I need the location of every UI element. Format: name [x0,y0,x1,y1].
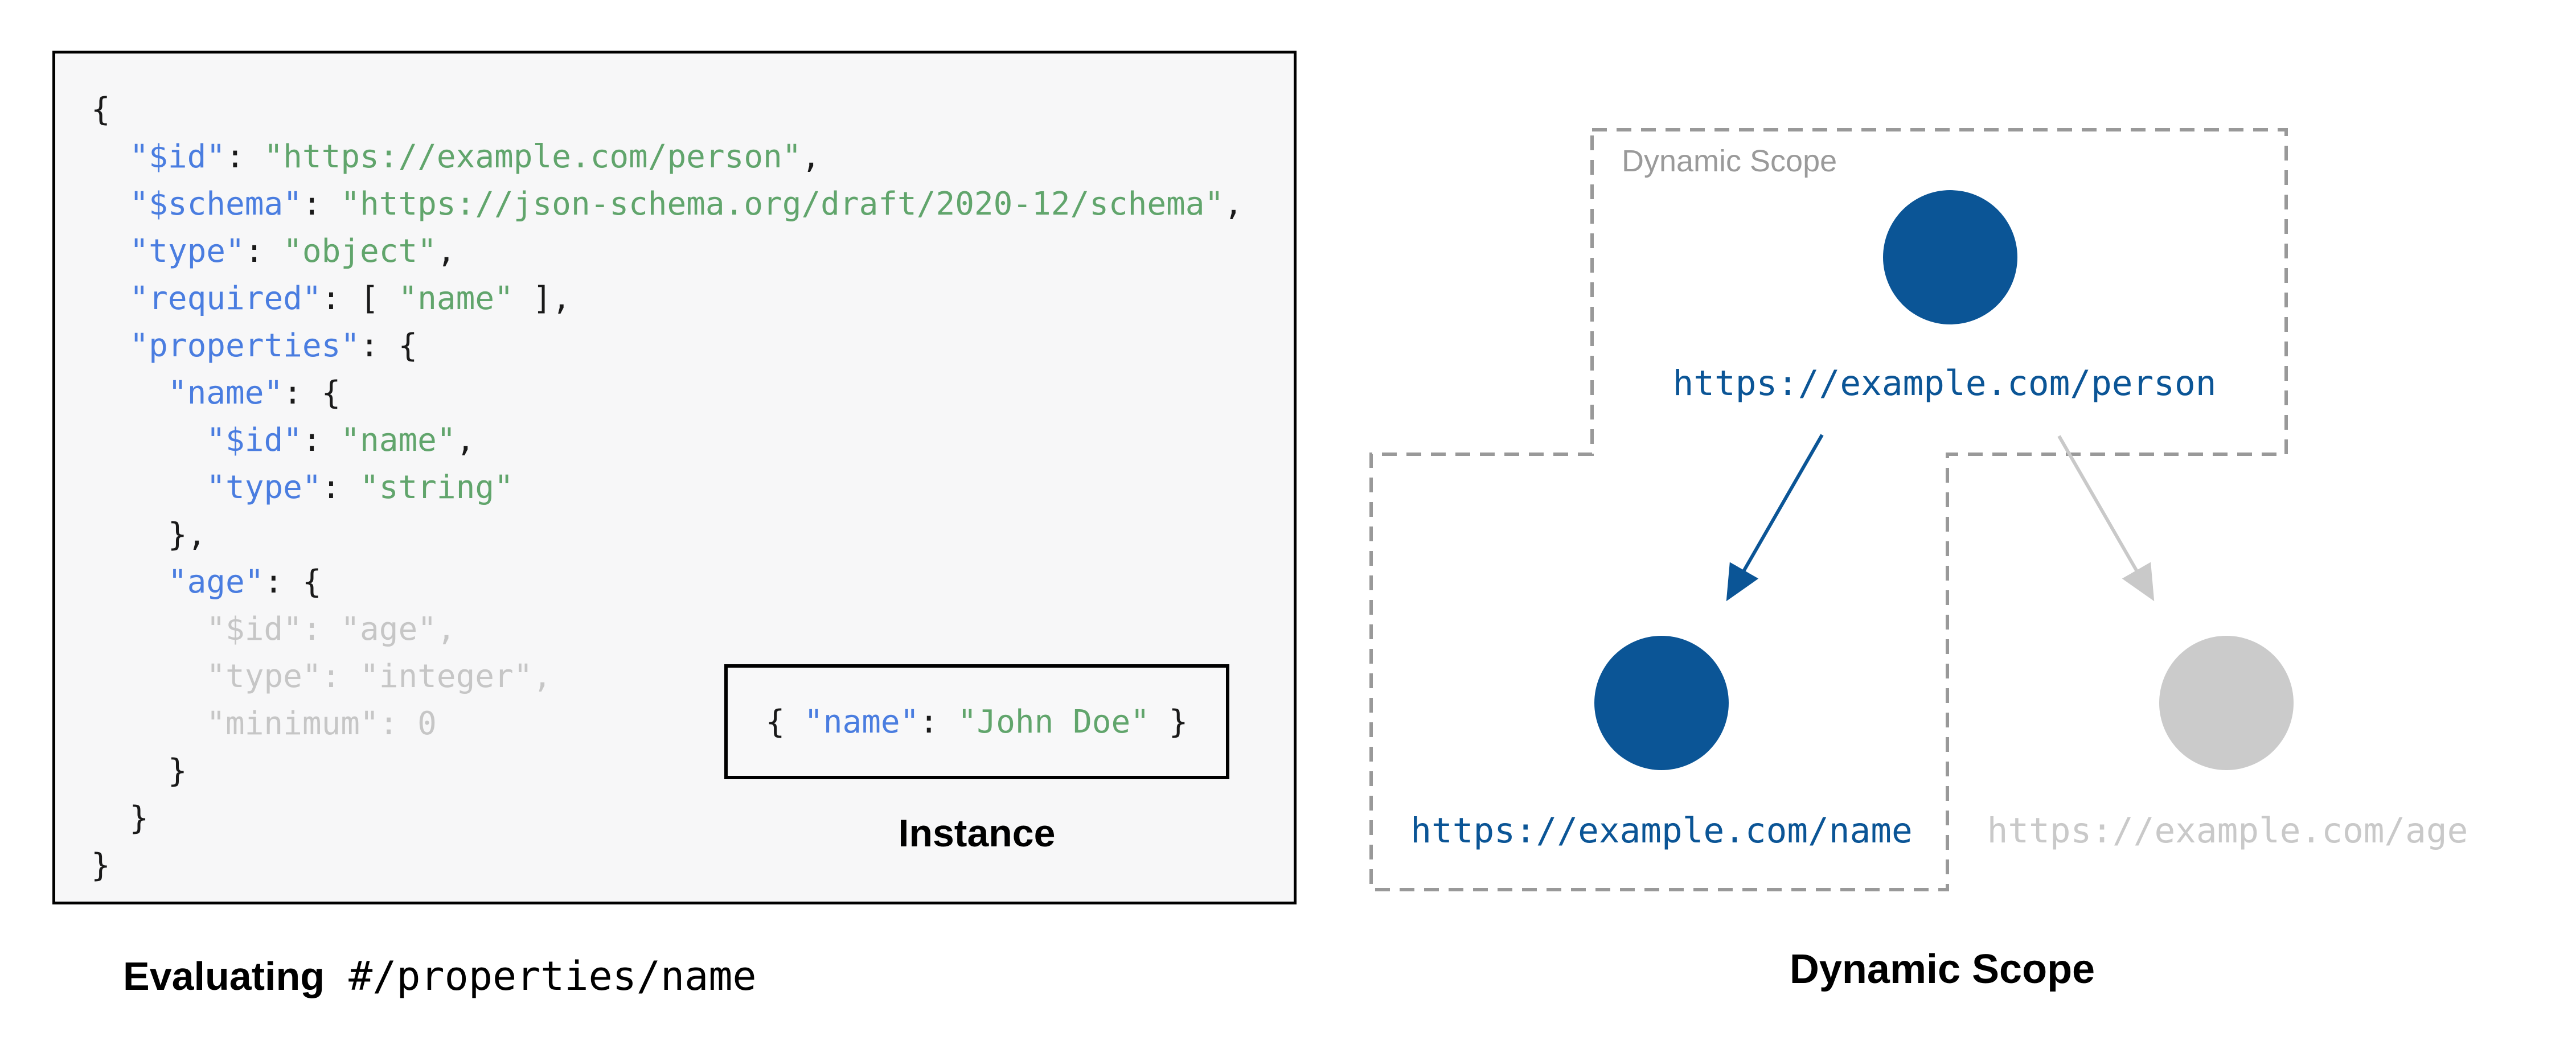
code-line: }, [91,511,1243,558]
code-token: "minimum": 0 [91,705,437,742]
code-token: { [91,91,110,128]
code-token: "properties" [129,327,360,364]
code-token: "required" [129,280,322,317]
code-token: : { [264,563,322,600]
code-token: : { [360,327,418,364]
code-token: "type" [206,469,322,506]
instance-json: { "name": "John Doe" } [766,704,1188,741]
code-token: "$schema" [129,186,302,223]
code-token: { [765,703,805,741]
left-caption-bold: Evaluating [123,954,325,998]
code-token: : { [283,375,341,412]
code-token: "https://json-schema.org/draft/2020-12/s… [341,186,1224,223]
code-token: } [91,800,149,837]
node-name [1594,636,1729,770]
code-line: "$schema": "https://json-schema.org/draf… [91,180,1243,228]
code-token: "$id" [206,422,302,459]
code-token: , [801,138,821,175]
code-token: : [302,186,341,223]
code-token: : [ [321,280,399,317]
left-caption-pointer: #/properties/name [324,953,757,999]
code-token: : [302,422,341,459]
code-token: "$id": "age", [91,611,456,648]
code-token: "John Doe" [957,703,1150,741]
code-token: : [225,138,264,175]
schema-code-panel: { "$id": "https://example.com/person", "… [52,51,1297,904]
code-line: "$id": "name", [91,417,1243,464]
code-token: , [1224,186,1243,223]
edge-person-to-name [1726,434,1824,602]
code-token: "name" [167,375,284,412]
code-token: : [244,233,284,270]
code-token: "type" [129,233,245,270]
code-line: "age": { [91,558,1243,606]
code-token: "age" [167,563,264,600]
code-line: } [91,842,1243,889]
schema-code: { "$id": "https://example.com/person", "… [91,86,1243,889]
code-line: "$id": "age", [91,606,1243,653]
code-token: : [321,469,360,506]
code-token: , [456,422,475,459]
code-line: "required": [ "name" ], [91,275,1243,322]
dynamic-scope-boundary [1369,128,2288,891]
code-token: } [1149,703,1188,741]
code-token: , [436,233,456,270]
code-line: } [91,795,1243,842]
code-line: "type": "integer", [91,653,1243,700]
code-line: "minimum": 0 [91,700,1243,747]
node-person [1883,190,2017,324]
code-token: "https://example.com/person" [264,138,802,175]
code-token: } [91,752,187,789]
code-token: "$id" [129,138,226,175]
code-token: "string" [360,469,514,506]
code-line: "type": "string" [91,464,1243,511]
node-age-url: https://example.com/age [1987,811,2468,851]
code-line: "properties": { [91,322,1243,369]
code-line: "type": "object", [91,228,1243,275]
node-age [2159,636,2294,770]
dynamic-scope-region-label: Dynamic Scope [1622,144,1837,178]
code-token: "type": "integer", [91,658,552,695]
code-token: ], [513,280,571,317]
code-token: : [919,703,958,741]
code-token: }, [91,516,207,553]
instance-box: { "name": "John Doe" } [724,664,1229,779]
instance-label: Instance [898,812,1056,855]
code-token: "name" [804,703,920,741]
code-token: } [91,847,110,884]
node-person-url: https://example.com/person [1672,363,2217,404]
node-name-url: https://example.com/name [1410,811,1913,851]
edge-person-to-age [2057,435,2155,602]
code-line: "name": { [91,369,1243,417]
code-line: { [91,86,1243,133]
code-token: "name" [341,422,456,459]
code-token: "name" [398,280,514,317]
left-caption: Evaluating #/properties/name [123,953,757,999]
code-line: } [91,747,1243,795]
code-line: "$id": "https://example.com/person", [91,133,1243,180]
right-caption: Dynamic Scope [1789,947,2095,992]
code-token: "object" [283,233,437,270]
